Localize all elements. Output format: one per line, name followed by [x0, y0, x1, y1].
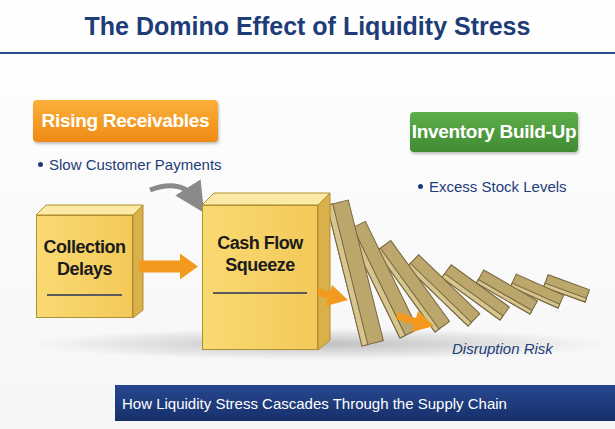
falling-dominoes: [327, 200, 590, 346]
text-underline: [47, 294, 122, 296]
bullet-dot: [38, 162, 43, 167]
label-text: Excess Stock Levels: [429, 178, 567, 195]
flow-arrow: [139, 254, 198, 280]
block-top: [202, 193, 330, 205]
node-text: Inventory Build-Up: [412, 121, 577, 143]
bullet-item: Excess Stock Levels: [418, 178, 567, 195]
title-rule: [0, 52, 615, 54]
label-text: Disruption Risk: [452, 340, 553, 357]
node-text: Rising Receivables: [42, 110, 210, 132]
domino-block: Cash Flow Squeeze: [202, 205, 318, 350]
header-box: Rising Receivables: [33, 100, 218, 142]
label-text: Slow Customer Payments: [49, 156, 222, 173]
header-box: Inventory Build-Up: [410, 112, 578, 152]
caption-band: How Liquidity Stress Cascades Through th…: [115, 385, 615, 421]
title: The Domino Effect of Liquidity Stress: [0, 12, 615, 41]
node-text: Collection Delays: [37, 236, 132, 280]
block-side: [318, 193, 330, 350]
bullet-dot: [418, 184, 423, 189]
caption: How Liquidity Stress Cascades Through th…: [122, 395, 507, 412]
label: Disruption Risk: [452, 340, 553, 357]
text-underline: [213, 292, 307, 294]
bullet-item: Slow Customer Payments: [38, 156, 222, 173]
curved-arrow: [150, 186, 196, 200]
block-top: [36, 205, 143, 215]
domino-block: Collection Delays: [36, 215, 133, 318]
arrow-shape: [139, 254, 198, 280]
block-side: [133, 205, 143, 318]
flow-arrow: [396, 311, 434, 332]
node-text: Cash Flow Squeeze: [203, 232, 317, 276]
